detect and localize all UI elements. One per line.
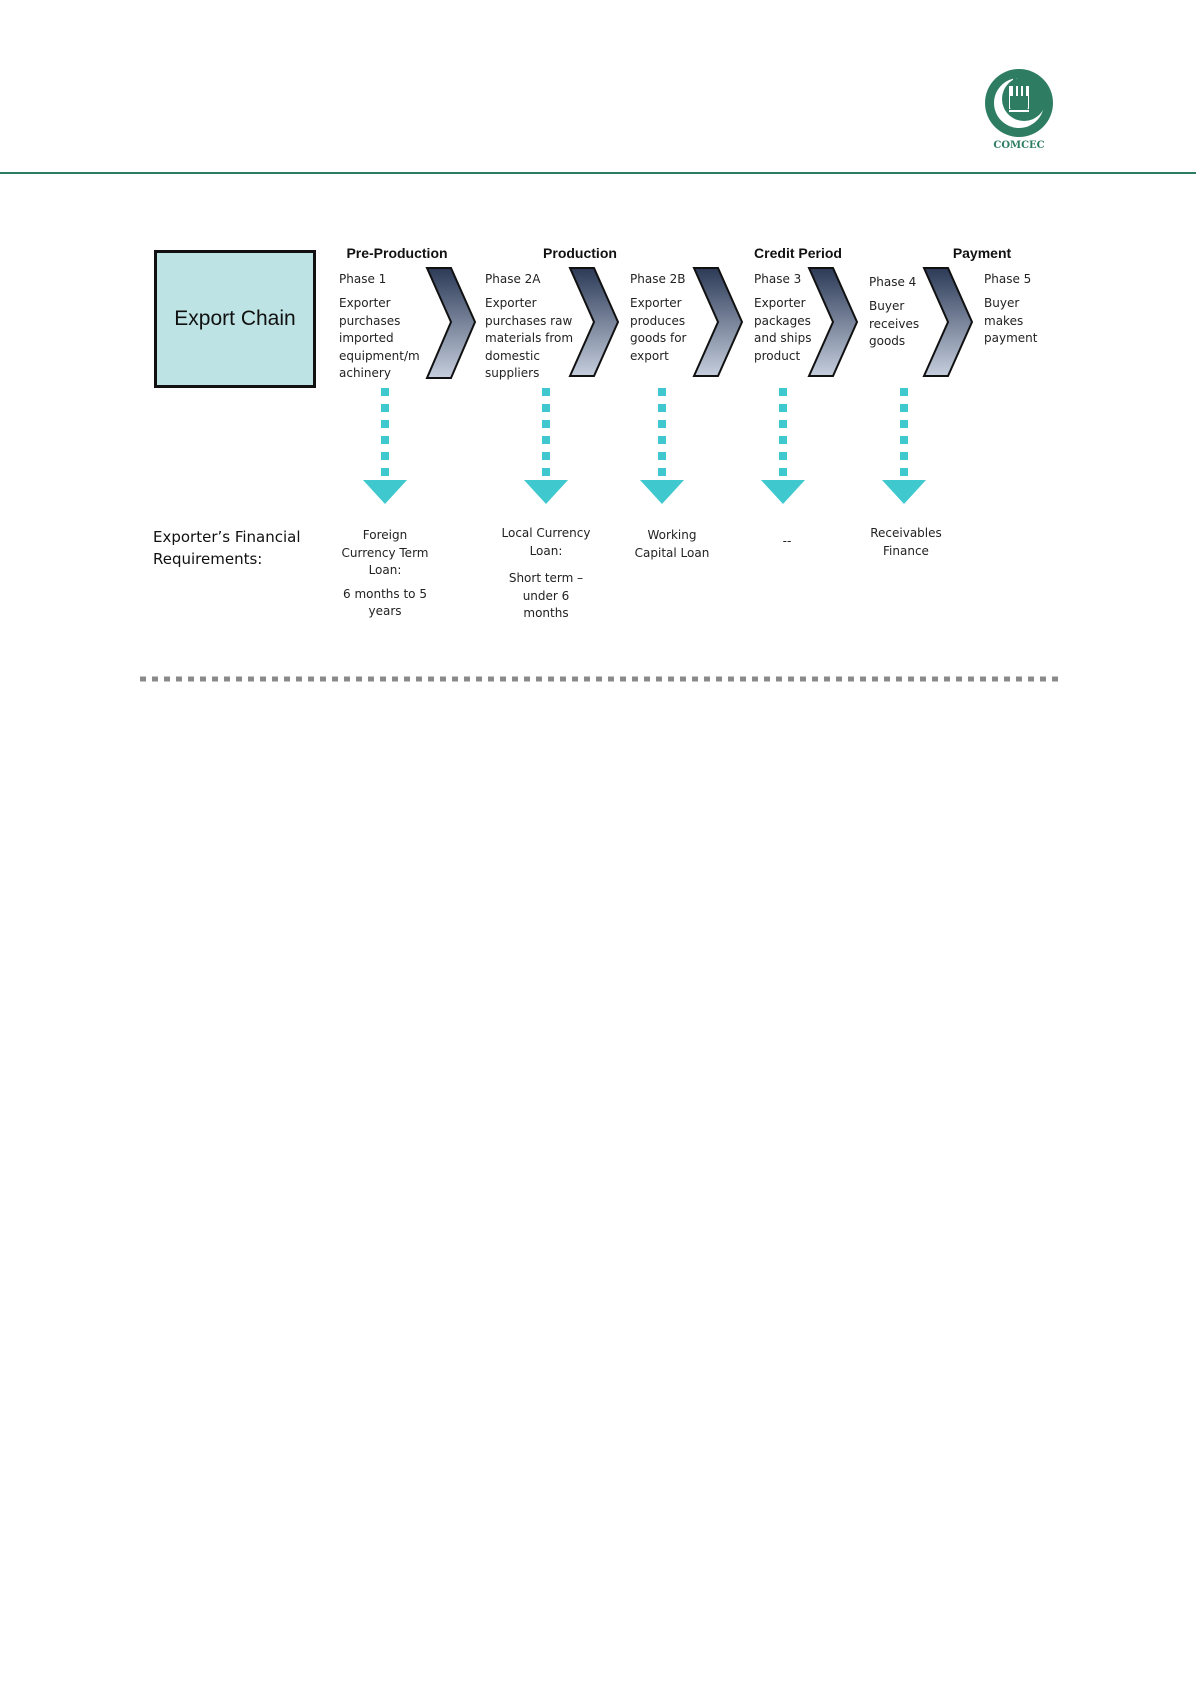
requirement-line: Foreign	[362, 528, 408, 542]
stage-pre-production: Pre-Production	[346, 245, 448, 261]
requirement-line: Receivables	[870, 526, 942, 540]
requirements-label-line: Exporter’s Financial	[153, 528, 301, 546]
requirement-line: Currency Term	[341, 545, 429, 560]
phase-line: Exporter	[630, 296, 682, 310]
chevron-arrow-icon	[922, 267, 974, 377]
requirement-line: Capital Loan	[634, 545, 710, 560]
dotted-down-arrow-icon	[882, 388, 926, 504]
requirement-line: --	[782, 534, 792, 548]
requirement-line: Loan:	[368, 563, 402, 577]
requirement-2: Local Currency Loan: Short term – under …	[486, 525, 606, 629]
chevron-arrow-icon	[568, 267, 620, 377]
phase-line: Buyer	[869, 299, 905, 313]
chevron-arrow-icon	[425, 267, 477, 379]
export-chain-title: Export Chain	[174, 307, 296, 330]
requirement-line: Finance	[883, 543, 929, 558]
phase-line: imported	[339, 331, 394, 345]
dotted-down-arrow-icon	[761, 388, 805, 504]
arrow-layer	[363, 388, 926, 504]
requirement-line: Local Currency	[501, 526, 591, 540]
phase-line: purchases raw	[485, 313, 573, 328]
requirement-1: Foreign Currency Term Loan: 6 months to …	[325, 527, 445, 627]
dotted-down-arrow-icon	[363, 388, 407, 504]
requirement-line: 6 months to 5	[343, 586, 427, 601]
stage-production: Production	[543, 245, 617, 261]
phase-label: Phase 5	[984, 272, 1032, 286]
requirement-3: Working Capital Loan	[612, 527, 732, 568]
phase-line: Exporter	[339, 296, 391, 310]
stage-payment: Payment	[952, 245, 1012, 261]
phase-block-4: Phase 4 Buyer receives goods	[869, 275, 979, 351]
phase-label: Phase 1	[339, 272, 387, 286]
requirement-line: under 6	[522, 588, 570, 603]
phase-description: Exporter purchases raw materials from do…	[485, 295, 595, 383]
chevron-arrow-icon	[807, 267, 859, 377]
phase-line: makes	[984, 313, 1024, 328]
phase-line: payment	[984, 331, 1038, 345]
phase-line: receives	[869, 316, 920, 331]
dotted-down-arrow-icon	[524, 388, 568, 504]
phase-label: Phase 2B	[630, 272, 686, 286]
phase-line: domestic	[485, 348, 540, 363]
phase-line: Buyer	[984, 296, 1020, 310]
phase-line: produces	[630, 313, 686, 328]
phase-line: equipment/m	[339, 348, 420, 363]
phase-line: achinery	[339, 366, 391, 380]
phase-block-2b: Phase 2B Exporter produces goods for exp…	[630, 272, 740, 365]
phase-line: materials from	[485, 331, 574, 345]
phase-description: Buyer receives goods	[869, 298, 979, 351]
requirement-line: months	[523, 606, 569, 620]
chevron-arrow-icon	[692, 267, 744, 377]
phase-line: Exporter	[754, 296, 806, 310]
requirements-label: Exporter’s Financial Requirements:	[153, 526, 323, 570]
phase-description: Exporter packages and ships product	[754, 295, 864, 365]
requirement-4: --	[727, 533, 847, 557]
phase-block-3: Phase 3 Exporter packages and ships prod…	[754, 272, 864, 365]
phase-description: Buyer makes payment	[984, 295, 1094, 348]
header-rule	[0, 172, 1196, 174]
stage-credit-period: Credit Period	[754, 245, 842, 261]
phase-label: Phase 3	[754, 272, 802, 286]
phase-line: product	[754, 348, 801, 363]
phase-line: suppliers	[485, 366, 540, 380]
requirement-line: Loan:	[529, 543, 563, 558]
phase-block-5: Phase 5 Buyer makes payment	[984, 272, 1094, 348]
requirement-line: years	[368, 604, 402, 618]
requirements-label-line: Requirements:	[153, 550, 263, 568]
requirement-5: Receivables Finance	[846, 525, 966, 566]
phase-line: goods	[869, 334, 906, 348]
phase-label: Phase 2A	[485, 272, 541, 286]
dotted-down-arrow-icon	[640, 388, 684, 504]
chevron-layer	[425, 267, 974, 379]
phase-line: and ships	[754, 331, 812, 345]
phase-line: goods for	[630, 331, 687, 345]
phase-block-1: Phase 1 Exporter purchases imported equi…	[339, 272, 449, 383]
phase-block-2a: Phase 2A Exporter purchases raw material…	[485, 272, 595, 383]
requirement-line: Working	[647, 528, 697, 542]
dashed-separator	[140, 676, 1058, 682]
phase-line: export	[630, 348, 669, 363]
export-chain-box: Export Chain	[154, 250, 316, 388]
phase-line: purchases	[339, 313, 401, 328]
comcec-logo: COMCEC	[980, 66, 1058, 160]
phase-description: Exporter produces goods for export	[630, 295, 740, 365]
phase-line: packages	[754, 313, 811, 328]
comcec-emblem-icon	[985, 69, 1053, 137]
phase-label: Phase 4	[869, 275, 917, 289]
logo-caption: COMCEC	[993, 140, 1045, 151]
phase-description: Exporter purchases imported equipment/m …	[339, 295, 449, 383]
phase-line: Exporter	[485, 296, 537, 310]
requirement-line: Short term –	[508, 571, 584, 585]
